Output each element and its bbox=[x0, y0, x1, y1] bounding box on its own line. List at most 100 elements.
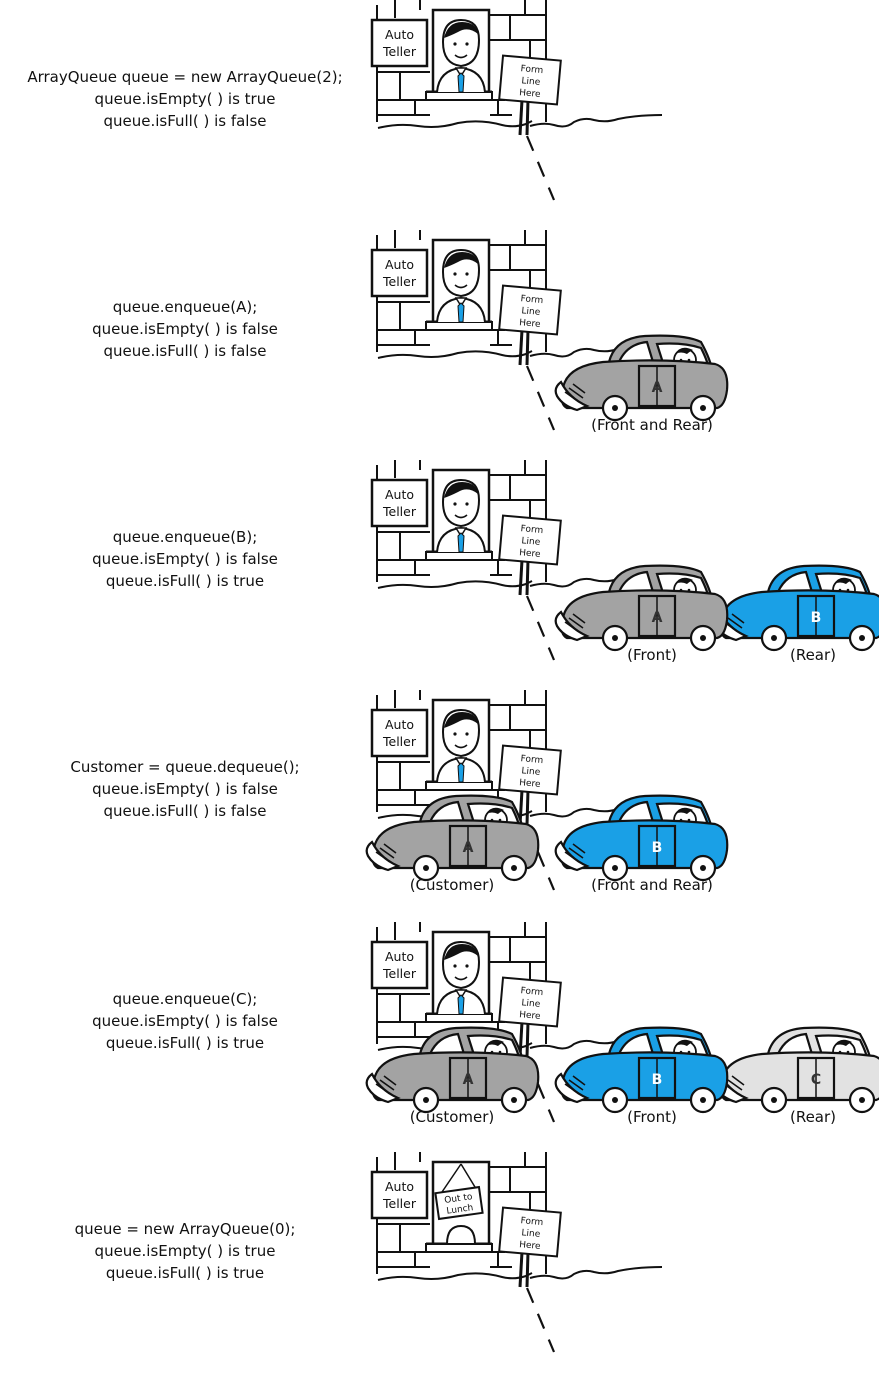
queue-state-panel: queue.enqueue(C); queue.isEmpty( ) is fal… bbox=[0, 922, 879, 1152]
code-line: queue.isFull( ) is false bbox=[103, 342, 267, 360]
svg-text:Auto: Auto bbox=[385, 949, 414, 964]
svg-text:Here: Here bbox=[519, 1010, 542, 1022]
teller-person-icon bbox=[436, 478, 486, 553]
code-line: ArrayQueue queue = new ArrayQueue(2); bbox=[27, 68, 343, 86]
svg-text:Teller: Teller bbox=[382, 274, 417, 289]
car-letter-label: A bbox=[463, 1072, 474, 1088]
svg-text:Form: Form bbox=[520, 986, 543, 998]
svg-text:Form: Form bbox=[520, 754, 543, 766]
svg-text:Auto: Auto bbox=[385, 717, 414, 732]
car-b: B bbox=[554, 1026, 729, 1114]
code-snippet: queue = new ArrayQueue(0); queue.isEmpty(… bbox=[0, 1218, 370, 1284]
car-a: A bbox=[554, 564, 729, 652]
teller-person-icon bbox=[436, 248, 486, 323]
queue-position-label: (Customer) bbox=[410, 876, 495, 894]
svg-text:Here: Here bbox=[519, 318, 542, 330]
svg-text:Form: Form bbox=[520, 524, 543, 536]
svg-text:Line: Line bbox=[521, 306, 541, 318]
code-line: queue.isFull( ) is false bbox=[103, 802, 267, 820]
car-c: C bbox=[713, 1026, 879, 1114]
svg-text:Teller: Teller bbox=[382, 44, 417, 59]
code-line: queue.enqueue(C); bbox=[112, 990, 258, 1008]
code-snippet: queue.enqueue(C); queue.isEmpty( ) is fal… bbox=[0, 988, 370, 1054]
code-line: queue.isEmpty( ) is false bbox=[92, 780, 278, 798]
teller-person-icon bbox=[436, 940, 486, 1015]
car-letter-label: B bbox=[811, 610, 822, 626]
car-a: A bbox=[365, 1026, 540, 1114]
teller-person-icon bbox=[436, 18, 486, 93]
svg-text:Auto: Auto bbox=[385, 257, 414, 272]
svg-text:Teller: Teller bbox=[382, 734, 417, 749]
code-line: queue.isEmpty( ) is false bbox=[92, 1012, 278, 1030]
svg-text:Line: Line bbox=[521, 1228, 541, 1240]
code-line: queue.isFull( ) is true bbox=[105, 1034, 265, 1052]
car-a: A bbox=[554, 334, 729, 422]
car-letter-label: A bbox=[463, 840, 474, 856]
svg-text:Auto: Auto bbox=[385, 487, 414, 502]
queue-position-label: (Rear) bbox=[790, 1108, 836, 1126]
code-line: queue.isEmpty( ) is false bbox=[92, 550, 278, 568]
queue-position-label: (Front) bbox=[627, 646, 677, 664]
svg-text:Line: Line bbox=[521, 766, 541, 778]
teller-person-icon bbox=[436, 708, 486, 783]
code-line: queue.isEmpty( ) is true bbox=[94, 90, 276, 108]
queue-position-label: (Front) bbox=[627, 1108, 677, 1126]
queue-state-panel: queue = new ArrayQueue(0); queue.isEmpty(… bbox=[0, 1152, 879, 1382]
queue-position-label: (Front and Rear) bbox=[591, 876, 713, 894]
svg-text:Form: Form bbox=[520, 64, 543, 76]
code-snippet: Customer = queue.dequeue(); queue.isEmpty… bbox=[0, 756, 370, 822]
svg-text:Here: Here bbox=[519, 778, 542, 790]
queue-position-label: (Front and Rear) bbox=[591, 416, 713, 434]
code-snippet: ArrayQueue queue = new ArrayQueue(2); que… bbox=[0, 66, 370, 132]
car-letter-label: B bbox=[652, 840, 663, 856]
queue-position-label: (Rear) bbox=[790, 646, 836, 664]
car-letter-label: C bbox=[811, 1072, 821, 1088]
code-line: queue.isFull( ) is true bbox=[105, 1264, 265, 1282]
svg-text:Auto: Auto bbox=[385, 1179, 414, 1194]
code-line: queue.isEmpty( ) is true bbox=[94, 1242, 276, 1260]
svg-text:Teller: Teller bbox=[382, 504, 417, 519]
code-line: queue = new ArrayQueue(0); bbox=[74, 1220, 296, 1238]
queue-state-panel: queue.enqueue(B); queue.isEmpty( ) is fal… bbox=[0, 460, 879, 690]
svg-text:Line: Line bbox=[521, 536, 541, 548]
car-b: B bbox=[554, 794, 729, 882]
svg-text:Here: Here bbox=[519, 1240, 542, 1252]
svg-text:Lunch: Lunch bbox=[446, 1203, 474, 1217]
queue-state-panel: ArrayQueue queue = new ArrayQueue(2); que… bbox=[0, 0, 879, 230]
car-a: A bbox=[365, 794, 540, 882]
code-snippet: queue.enqueue(A);queue.isEmpty( ) is fal… bbox=[0, 296, 370, 362]
car-letter-label: A bbox=[652, 380, 663, 396]
code-line: queue.isFull( ) is true bbox=[105, 572, 265, 590]
car-b: B bbox=[713, 564, 879, 652]
queue-state-panel: Customer = queue.dequeue(); queue.isEmpty… bbox=[0, 690, 879, 920]
svg-text:Auto: Auto bbox=[385, 27, 414, 42]
code-line: queue.enqueue(B); bbox=[112, 528, 258, 546]
svg-text:Here: Here bbox=[519, 88, 542, 100]
svg-text:Line: Line bbox=[521, 76, 541, 88]
code-line: queue.isEmpty( ) is false bbox=[92, 320, 278, 338]
code-line: Customer = queue.dequeue(); bbox=[70, 758, 300, 776]
svg-text:Teller: Teller bbox=[382, 1196, 417, 1211]
car-letter-label: B bbox=[652, 1072, 663, 1088]
queue-position-label: (Customer) bbox=[410, 1108, 495, 1126]
svg-text:Form: Form bbox=[520, 1216, 543, 1228]
svg-text:Line: Line bbox=[521, 998, 541, 1010]
